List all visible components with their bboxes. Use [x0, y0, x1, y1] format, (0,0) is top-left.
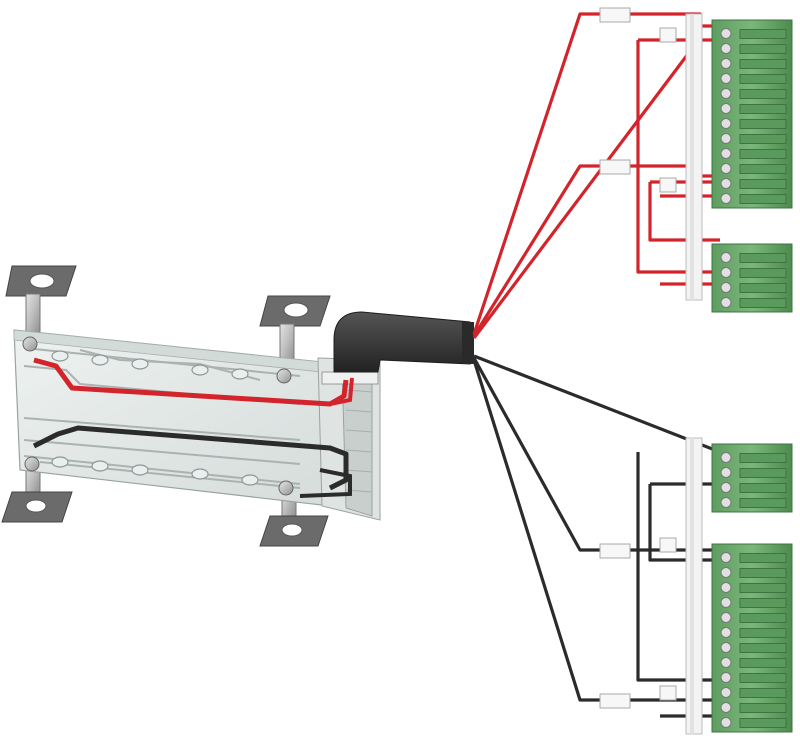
terminal-screw [720, 657, 732, 668]
terminal-screw [720, 567, 732, 578]
terminal-screw [720, 582, 732, 593]
terminal-screw [720, 43, 732, 54]
terminal-screw [720, 28, 732, 39]
terminal-screw [720, 452, 732, 463]
terminal-slot [739, 283, 787, 293]
terminal-slot [739, 194, 787, 204]
wire-clips [599, 7, 677, 709]
terminal-slot [739, 583, 787, 593]
terminal-screw [720, 687, 732, 698]
terminal-slot [739, 483, 787, 493]
terminal-slot [739, 498, 787, 508]
terminal-screw [720, 73, 732, 84]
busbar-wire-black [32, 425, 349, 491]
busbar-wire-red [33, 357, 349, 407]
terminal-screw [720, 58, 732, 69]
terminal-slot [739, 658, 787, 668]
terminal-blocks [711, 19, 793, 733]
terminal-slot [739, 59, 787, 69]
terminal-block-upper-small [711, 243, 793, 313]
terminal-rail-upper [685, 13, 703, 301]
terminal-screw [720, 497, 732, 508]
terminal-screw [720, 597, 732, 608]
terminal-screw [720, 282, 732, 293]
terminal-slot [739, 134, 787, 144]
terminal-screw [720, 702, 732, 713]
terminal-slot [739, 568, 787, 578]
terminal-slot [739, 119, 787, 129]
terminal-slot [739, 253, 787, 263]
terminal-slot [739, 643, 787, 653]
terminal-screw [720, 267, 732, 278]
busbar-assembly [1, 265, 381, 547]
mounting-bracket-top-left [5, 265, 77, 335]
terminal-screw [720, 118, 732, 129]
terminal-slot [739, 44, 787, 54]
terminal-slot [739, 673, 787, 683]
terminal-rail-lower [685, 437, 703, 735]
terminal-slot [739, 628, 787, 638]
terminal-slot [739, 688, 787, 698]
cable-sleeve [333, 311, 474, 373]
plate-studs [51, 350, 259, 486]
terminal-slot [739, 29, 787, 39]
terminal-slot [739, 89, 787, 99]
terminal-slot [739, 598, 787, 608]
terminal-screw [720, 467, 732, 478]
busbar-screws [22, 336, 294, 496]
terminal-slot [739, 164, 787, 174]
mounting-bracket-bottom-left [1, 461, 73, 523]
mounting-bracket-top-right [259, 295, 331, 365]
terminal-block-lower-small [711, 443, 793, 513]
terminal-screw [720, 612, 732, 623]
terminal-slot [739, 179, 787, 189]
terminal-slot [739, 149, 787, 159]
terminal-slot [739, 718, 787, 728]
terminal-screw [720, 642, 732, 653]
terminal-screw [720, 482, 732, 493]
terminal-screw [720, 627, 732, 638]
terminal-screw [720, 88, 732, 99]
fanout-wires-black [472, 354, 721, 718]
terminal-slot [739, 268, 787, 278]
terminal-screw [720, 193, 732, 204]
terminal-slot [739, 104, 787, 114]
terminal-screw [720, 672, 732, 683]
terminal-screw [720, 178, 732, 189]
fanout-wires-red [472, 12, 720, 339]
terminal-slot [739, 553, 787, 563]
terminal-slot [739, 453, 787, 463]
terminal-slot [739, 468, 787, 478]
terminal-screw [720, 163, 732, 174]
terminal-slot [739, 74, 787, 84]
terminal-screw [720, 148, 732, 159]
terminal-block-lower-large [711, 543, 793, 733]
terminal-screw [720, 552, 732, 563]
terminal-screw [720, 297, 732, 308]
terminal-screw [720, 717, 732, 728]
terminal-slot [739, 703, 787, 713]
terminal-slot [739, 298, 787, 308]
terminal-block-upper-large [711, 19, 793, 209]
terminal-screw [720, 133, 732, 144]
terminal-screw [720, 103, 732, 114]
terminal-slot [739, 613, 787, 623]
terminal-screw [720, 252, 732, 263]
